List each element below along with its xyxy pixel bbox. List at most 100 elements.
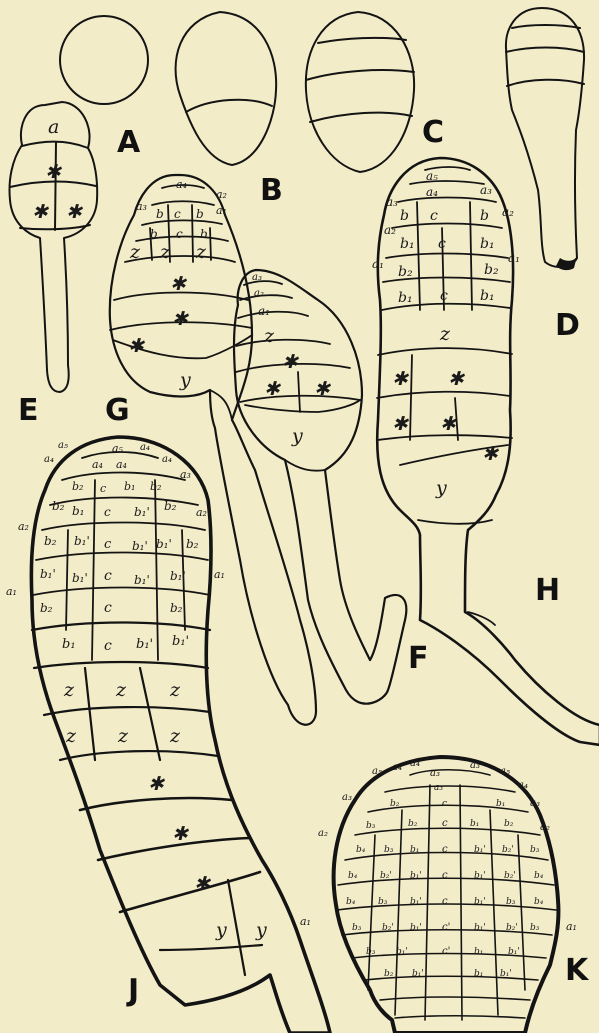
cell-label: b₃: [366, 821, 376, 831]
cell-label: b₃: [352, 923, 362, 933]
cell-label: c: [104, 505, 111, 519]
cell-label: y: [291, 425, 303, 447]
cell-label: b₂: [186, 537, 199, 551]
cell-label: c: [430, 208, 438, 224]
cell-label: a₄: [140, 442, 150, 453]
cell-label: c: [176, 227, 183, 241]
figure-label-k: K: [565, 953, 590, 988]
cell-label: b₁: [398, 290, 413, 306]
cell-label: b₁: [480, 288, 495, 304]
figure-label-b: B: [260, 173, 283, 208]
cell-label: b₁': [172, 634, 189, 649]
cell-label: c: [442, 896, 448, 907]
cell-label: a₃: [136, 200, 147, 213]
cell-label: b₁': [500, 969, 512, 979]
cell-label: a₂: [318, 828, 328, 839]
cell-label: ✱: [66, 201, 83, 223]
cell-label: y: [255, 919, 267, 941]
cell-label: a₂: [254, 288, 264, 299]
cell-label: a₁: [6, 585, 17, 598]
cell-label: a₁: [216, 204, 227, 217]
cell-label: a₅: [372, 766, 382, 777]
cell-label: b₄: [534, 871, 544, 881]
cell-label: b₁: [410, 845, 419, 855]
cell-label: c: [104, 568, 112, 584]
cell-label: b: [196, 207, 204, 221]
cell-label: ✱: [172, 308, 189, 330]
cell-label: a₅: [58, 440, 68, 451]
cell-label: b₂': [382, 923, 394, 933]
cell-label: b₂: [504, 819, 514, 829]
cell-label: b₁': [134, 505, 150, 519]
cell-label: b₁: [474, 947, 483, 957]
figure-label-c: C: [422, 115, 444, 150]
cell-label: c: [438, 236, 446, 252]
cell-label: b₁': [410, 923, 422, 933]
cell-label: b₂: [72, 480, 83, 493]
cell-label: a₃: [470, 760, 480, 771]
figure-label-j: J: [126, 973, 139, 1008]
cell-label: a₄: [176, 178, 187, 191]
cell-label: a₃: [342, 792, 352, 803]
cell-label: a₅: [500, 766, 510, 777]
cell-label: a₄: [162, 454, 172, 465]
cell-label: a: [48, 116, 59, 138]
figure-a: [60, 16, 148, 104]
cell-label: ✱: [440, 413, 457, 435]
cell-label: b₄: [346, 897, 356, 907]
cell-label: b: [480, 208, 489, 224]
cell-label: ✱: [194, 873, 211, 895]
cell-label: b₁': [474, 897, 486, 907]
figure-label-a: A: [117, 125, 141, 160]
cell-label: a₃: [386, 195, 398, 209]
cell-label: b₂: [408, 819, 418, 829]
cell-label: ✱: [45, 161, 62, 183]
cell-label: b₁': [134, 573, 150, 587]
cell-label: c: [442, 870, 448, 881]
cell-label: c: [104, 537, 112, 552]
cell-label: z: [115, 679, 127, 701]
cell-label: b₂': [504, 871, 516, 881]
cell-label: a₄: [116, 458, 127, 471]
cell-label: a₁: [300, 915, 311, 928]
cell-label: y: [435, 477, 447, 499]
cell-label: ✱: [32, 201, 49, 223]
cell-label: b₄: [356, 845, 366, 855]
cell-label: c: [442, 799, 447, 809]
cell-label: z: [117, 725, 129, 747]
cell-label: b₂: [164, 499, 177, 513]
cell-label: b₁: [62, 637, 76, 652]
cell-label: a₂: [18, 520, 29, 533]
cell-label: b₁': [170, 569, 186, 583]
cell-label: y: [215, 919, 227, 941]
figure-label-g: G: [105, 393, 130, 428]
figure-d: [506, 8, 584, 270]
figure-b: [176, 12, 277, 165]
cell-label: a₁: [258, 304, 270, 318]
cell-label: c: [104, 600, 112, 616]
cell-label: b₂': [506, 923, 518, 933]
cell-label: a₃: [430, 768, 440, 779]
cell-label: c': [442, 922, 450, 933]
cell-label: a₂: [196, 506, 207, 519]
cell-label: a₃: [434, 783, 443, 793]
cell-label: b₁: [72, 504, 85, 518]
cell-label: a₄: [44, 454, 54, 465]
cell-label: b: [150, 227, 158, 241]
figure-label-e: E: [18, 393, 39, 428]
cell-label: a₅: [112, 442, 124, 455]
figure-label-h: H: [535, 573, 560, 608]
cell-label: b₁': [136, 637, 153, 652]
cell-label: y: [179, 369, 191, 391]
cell-label: z: [159, 241, 171, 263]
cell-label: b₁: [470, 819, 479, 829]
cell-label: b₁: [496, 799, 505, 809]
cell-label: ✱: [128, 335, 145, 357]
cell-label: b₁: [400, 236, 415, 252]
cell-label: a₃: [480, 183, 492, 197]
cell-label: c: [440, 288, 448, 304]
cell-label: b: [400, 208, 409, 224]
cell-label: b: [156, 207, 164, 221]
cell-label: ✱: [172, 823, 189, 845]
